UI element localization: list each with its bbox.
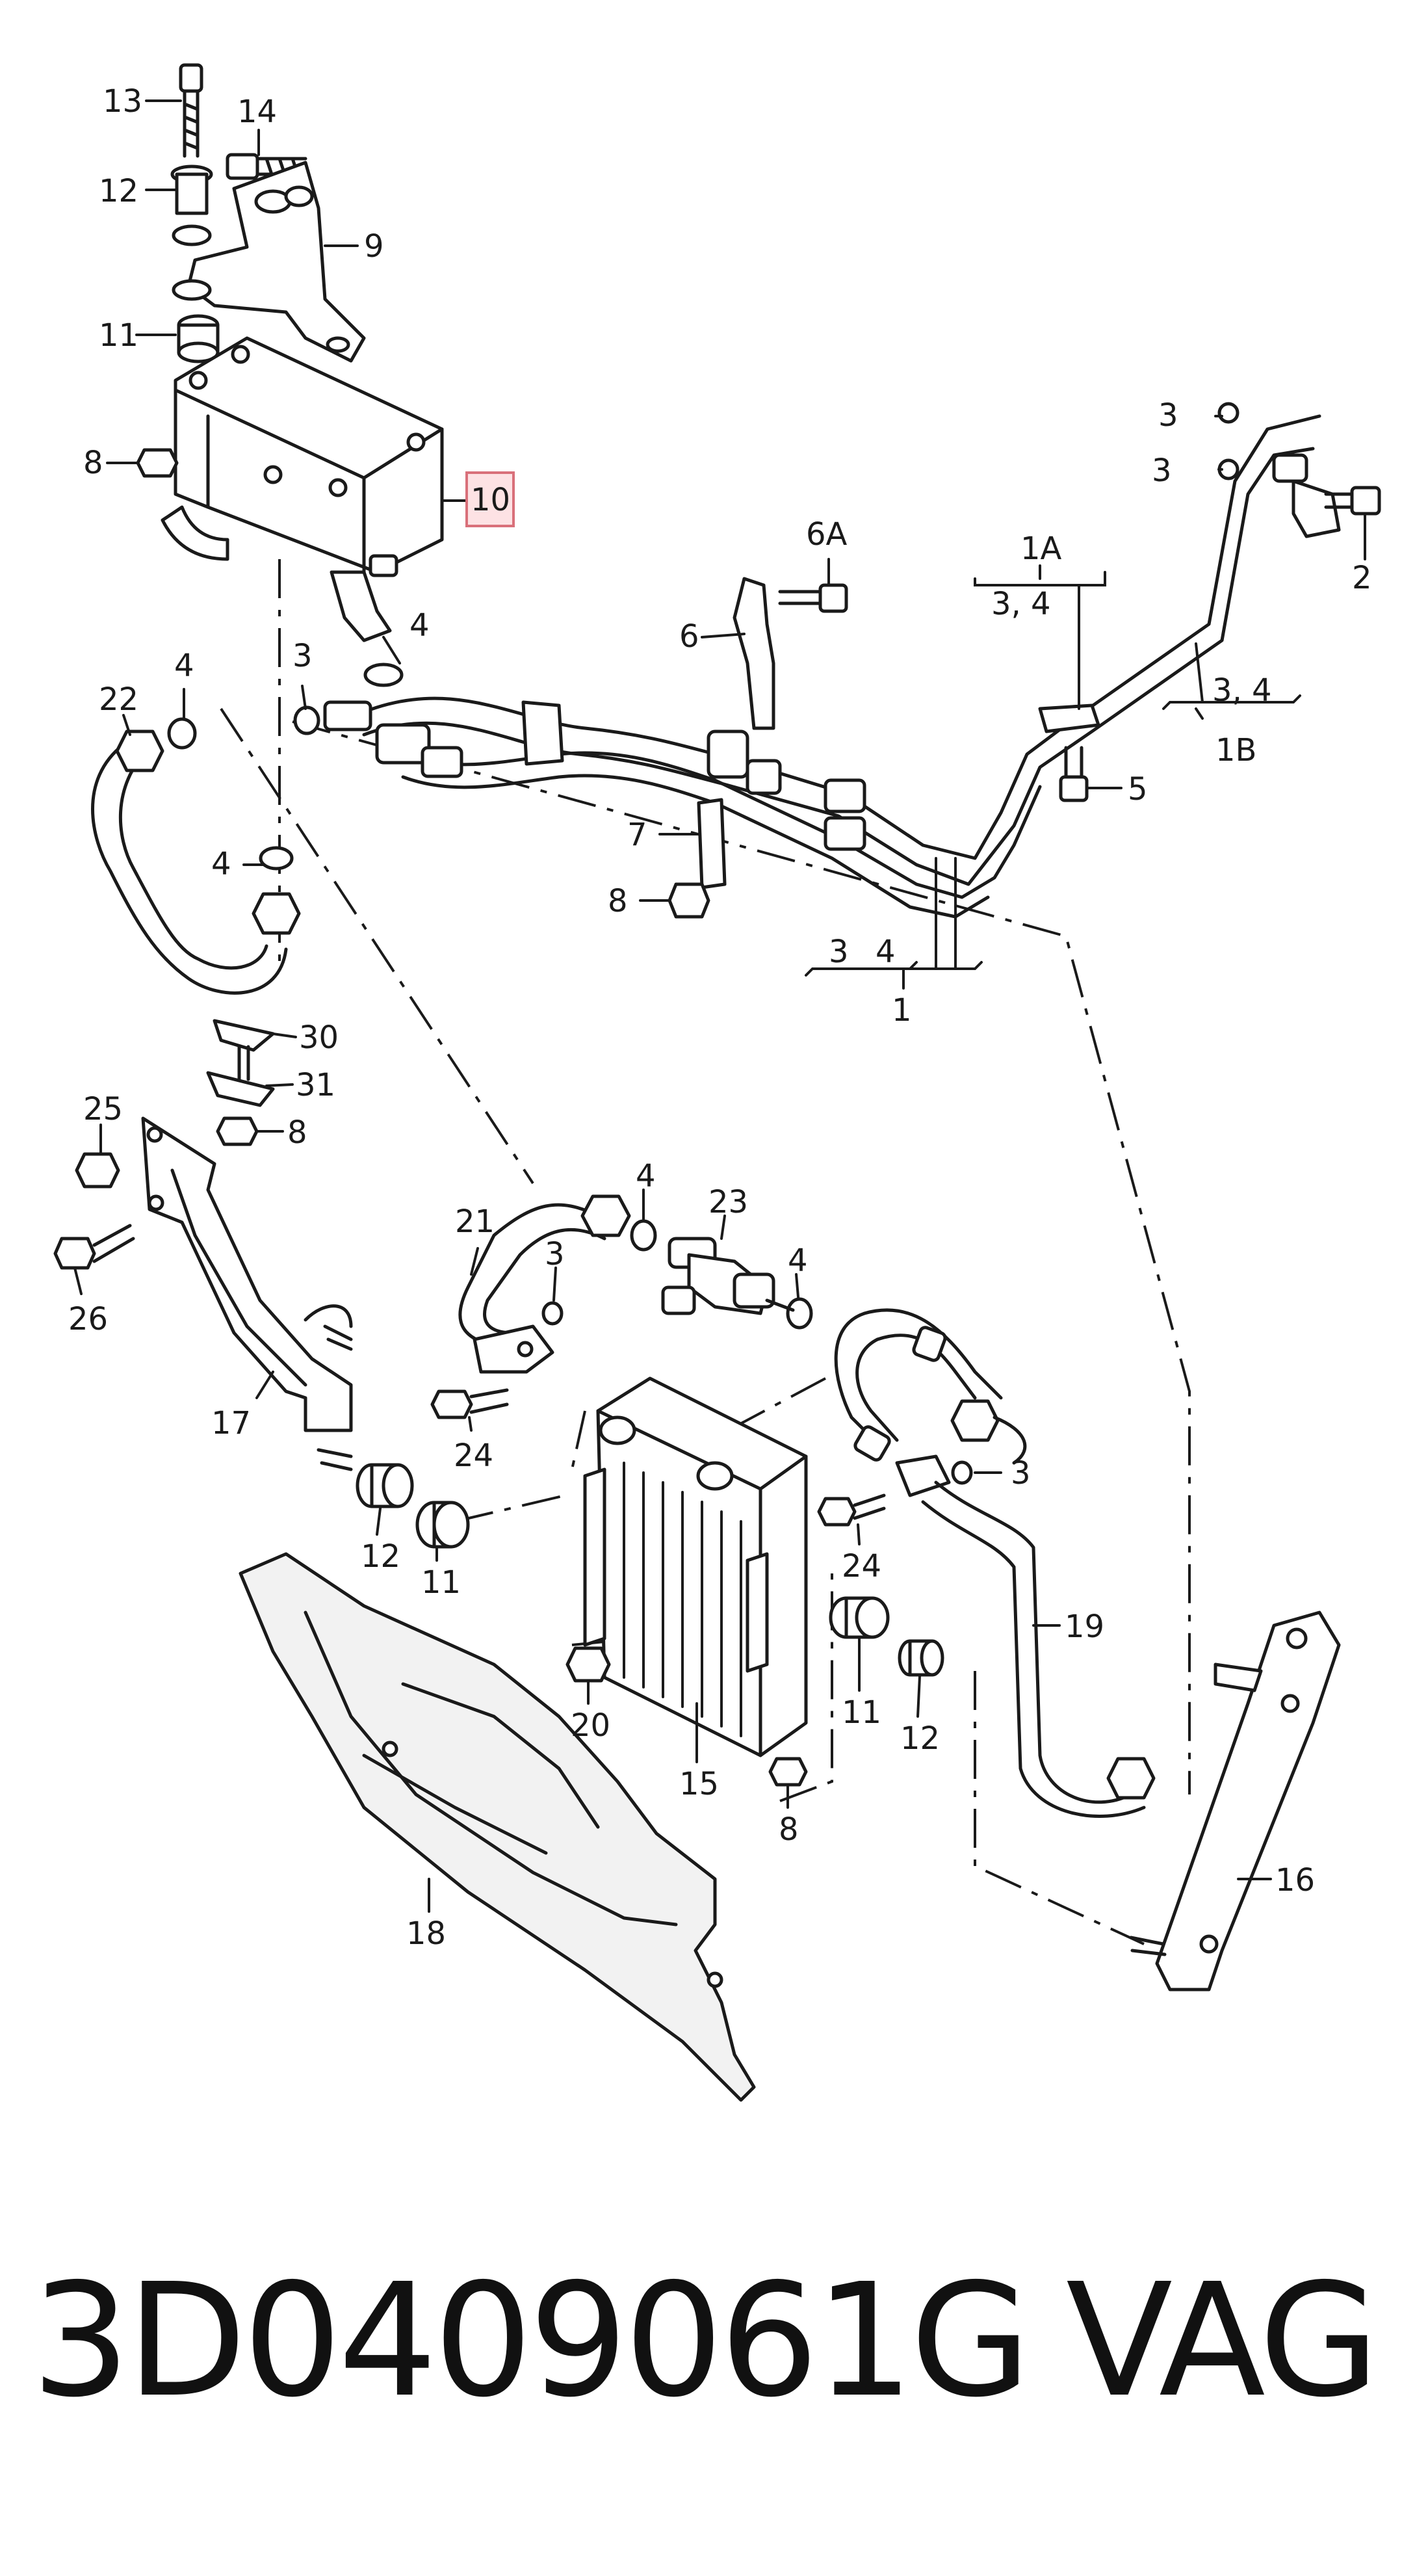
- callout-4: 4: [636, 1158, 656, 1194]
- callout-30: 30: [299, 1019, 339, 1056]
- callout-1a: 1A: [1020, 531, 1062, 567]
- bolt-5: [1059, 746, 1089, 802]
- callout-4: 4: [174, 648, 194, 684]
- bolts-24: [430, 1388, 886, 1527]
- callout-18: 18: [406, 1915, 446, 1952]
- bracket-6: [733, 577, 848, 730]
- callout-4: 4: [211, 846, 231, 882]
- callout-3: 3: [1152, 453, 1172, 489]
- callout-8: 8: [287, 1114, 307, 1151]
- part-number: 3D0409061G: [31, 2250, 1031, 2432]
- bushing-11-top: [177, 314, 220, 363]
- nut-8-top: [136, 448, 179, 478]
- callout-8: 8: [608, 883, 628, 919]
- bracket-16: [1129, 1610, 1341, 1991]
- bushing-12-right: [898, 1639, 944, 1677]
- nut-8-bottom: [768, 1757, 808, 1787]
- highlight-box-10: [465, 471, 515, 527]
- callout-31: 31: [296, 1067, 335, 1103]
- pipe-21: [458, 1194, 631, 1374]
- callout-22: 22: [99, 681, 138, 718]
- callout-12: 12: [900, 1720, 940, 1757]
- callout-11: 11: [842, 1694, 881, 1731]
- pipe-set-1: [323, 402, 1341, 919]
- oring-3-top: [293, 705, 320, 735]
- bushing-11-left: [415, 1501, 470, 1549]
- callout-1b: 1B: [1215, 732, 1256, 769]
- callout-20: 20: [571, 1707, 610, 1744]
- bushing-12-top: [170, 164, 213, 215]
- washers-bracket: [172, 224, 212, 301]
- callout-24: 24: [454, 1438, 493, 1474]
- callout-labels: 13 14 12 9 11 8 10 4 3 22 4 4 6A 6 1A 3,…: [68, 83, 1372, 1952]
- nut-20: [565, 1646, 611, 1683]
- callout-26: 26: [68, 1301, 108, 1337]
- hose-22: [91, 717, 301, 995]
- bushing-11-right: [829, 1596, 890, 1639]
- callout-3: 3: [829, 934, 849, 970]
- studs-left: [317, 1324, 353, 1471]
- valve-23: [661, 1237, 795, 1315]
- clip-30-31: [206, 1019, 275, 1146]
- callout-4: 4: [876, 934, 896, 970]
- callout-5: 5: [1128, 771, 1148, 808]
- callout-3-4: 3, 4: [1212, 672, 1272, 709]
- callout-14: 14: [237, 94, 277, 130]
- oring-4-top: [363, 663, 404, 687]
- callout-16: 16: [1275, 1862, 1315, 1899]
- callout-2: 2: [1352, 560, 1372, 596]
- callout-23: 23: [708, 1184, 748, 1220]
- callout-6a: 6A: [806, 516, 848, 553]
- nut-25: [75, 1152, 120, 1189]
- callout-1: 1: [892, 992, 912, 1029]
- cooler-15: [583, 1376, 808, 1757]
- bolt-26: [53, 1224, 135, 1270]
- callout-9: 9: [364, 228, 384, 265]
- callout-13: 13: [103, 83, 142, 120]
- hose-right-middle: [834, 1308, 1027, 1465]
- bolt-13: [179, 63, 203, 158]
- brand-label: VAG: [1066, 2250, 1380, 2432]
- callout-11: 11: [421, 1564, 461, 1601]
- callout-3: 3: [1011, 1455, 1031, 1492]
- bracket-9: [187, 161, 366, 363]
- callout-3: 3: [545, 1236, 565, 1272]
- bracket-17: [141, 1116, 353, 1432]
- callout-25: 25: [83, 1091, 123, 1127]
- pipe-19: [895, 1454, 1156, 1818]
- callout-15: 15: [679, 1766, 719, 1802]
- callout-10: 10: [471, 482, 510, 518]
- callout-3: 3: [1158, 397, 1178, 434]
- bracket-7: [668, 798, 727, 919]
- oil-cooler-10: [161, 336, 444, 642]
- callout-24: 24: [842, 1548, 881, 1584]
- callout-3-4: 3, 4: [991, 586, 1051, 622]
- bushing-12-left: [356, 1463, 414, 1508]
- callout-12: 12: [99, 173, 138, 209]
- callout-3: 3: [292, 638, 313, 674]
- leader-lines: [73, 99, 1366, 1913]
- callout-8: 8: [83, 445, 103, 481]
- callout-21: 21: [455, 1203, 495, 1240]
- assembly-dashed-lines: [220, 559, 1191, 1945]
- callout-12: 12: [361, 1538, 400, 1575]
- guard-18: [239, 1552, 756, 2102]
- callout-17: 17: [211, 1405, 251, 1441]
- callout-11: 11: [99, 317, 138, 354]
- callout-4: 4: [788, 1242, 808, 1279]
- callout-8: 8: [779, 1811, 799, 1848]
- callout-19: 19: [1065, 1609, 1104, 1645]
- callout-6: 6: [679, 618, 699, 655]
- callout-4: 4: [409, 607, 430, 644]
- callout-7: 7: [627, 817, 647, 853]
- orings-middle: [541, 1219, 973, 1485]
